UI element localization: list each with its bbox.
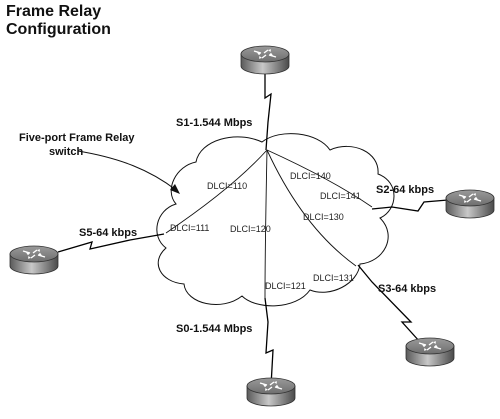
- wan-links: [57, 72, 449, 387]
- switch-callout-arrow: [77, 150, 177, 191]
- link-s5: [57, 233, 165, 253]
- virtual-circuits: [165, 149, 373, 299]
- arrowhead: [170, 184, 180, 194]
- router-icon: [240, 45, 290, 75]
- router-icon: [246, 377, 296, 407]
- dlci-140: DLCI=140: [290, 171, 331, 181]
- dlci-121: DLCI=121: [265, 281, 306, 291]
- link-s2: [371, 199, 449, 212]
- vc-130: [266, 149, 357, 267]
- switch-label-line-1: Five-port Frame Relay: [19, 132, 135, 144]
- label-s5: S5-64 kbps: [79, 227, 137, 239]
- dlci-111: DLCI=111: [170, 223, 209, 233]
- link-s0: [264, 297, 274, 387]
- vc-120: [264, 149, 268, 299]
- link-s3: [357, 264, 421, 343]
- router-icon: [445, 189, 495, 219]
- label-s2: S2-64 kbps: [376, 184, 434, 196]
- dlci-141: DLCI=141: [320, 191, 361, 201]
- router-icon: [405, 337, 455, 367]
- label-s0: S0-1.544 Mbps: [176, 323, 252, 335]
- diagram-title: Frame Relay Configuration: [6, 3, 111, 39]
- title-line-1: Frame Relay: [6, 3, 102, 20]
- dlci-131: DLCI=131: [313, 273, 354, 283]
- vc-140: [266, 149, 373, 208]
- router-icon: [9, 245, 59, 275]
- dlci-130: DLCI=130: [303, 212, 344, 222]
- label-s3: S3-64 kbps: [378, 283, 436, 295]
- dlci-110: DLCI=110: [207, 181, 247, 191]
- switch-label-line-2: switch: [49, 146, 84, 158]
- dlci-120: DLCI=120: [230, 224, 271, 234]
- title-line-2: Configuration: [6, 21, 111, 38]
- frame-relay-cloud: [156, 133, 395, 307]
- link-s1: [264, 72, 272, 151]
- label-s1: S1-1.544 Mbps: [176, 117, 252, 129]
- vc-110: [165, 149, 268, 234]
